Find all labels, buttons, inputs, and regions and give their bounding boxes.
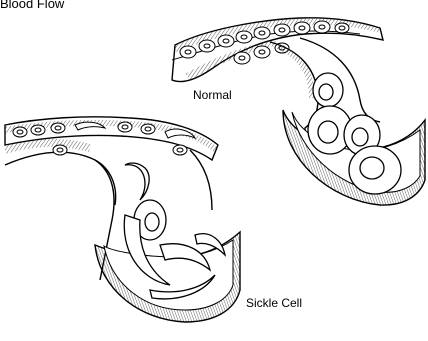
normal-label: Normal: [193, 88, 232, 102]
normal-vessel: [172, 18, 425, 205]
sickle-vessel: [5, 117, 240, 322]
sickle-cell-label: Sickle Cell: [246, 296, 302, 310]
